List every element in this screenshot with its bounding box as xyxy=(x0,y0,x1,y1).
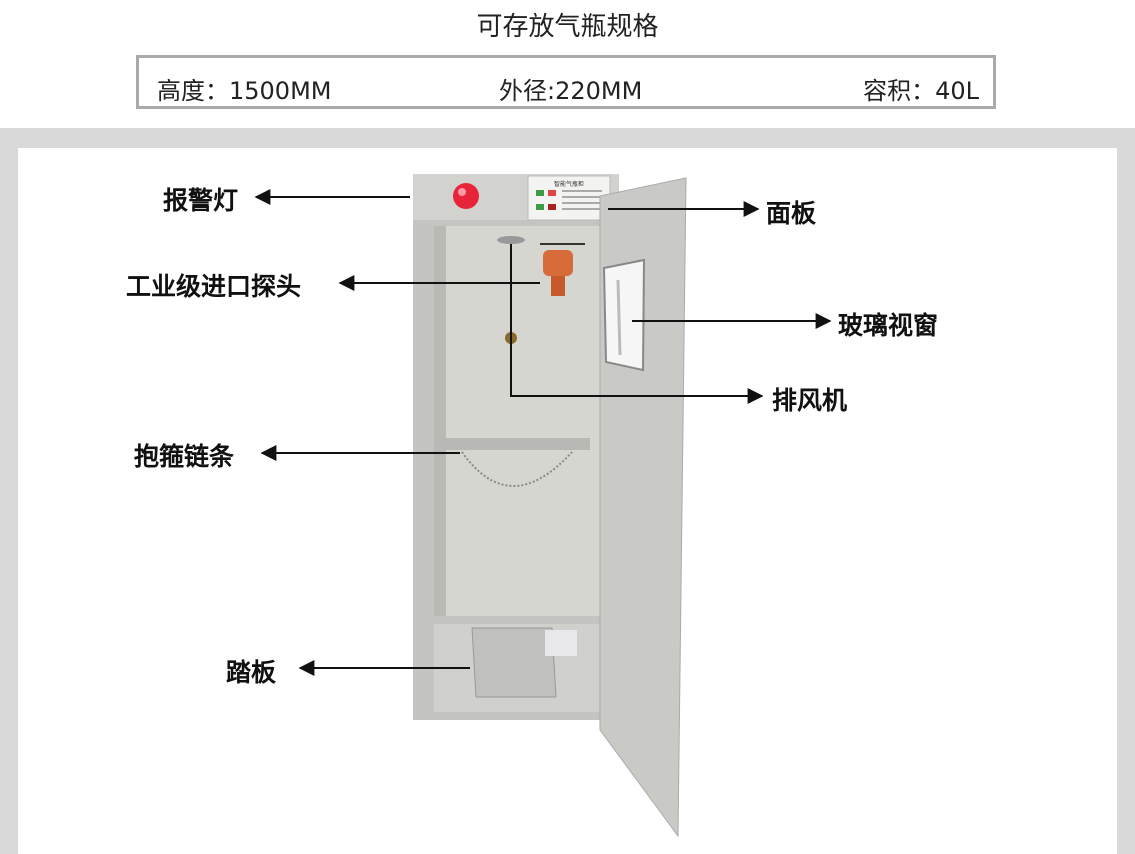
pedal-plate xyxy=(471,627,577,698)
chain-bracket xyxy=(440,438,590,487)
page-title: 可存放气瓶规格 xyxy=(476,12,659,42)
open-door xyxy=(599,177,687,838)
glass-window-icon xyxy=(602,258,646,372)
label-chain: 抱箍链条 xyxy=(134,442,235,471)
label-alarm-light: 报警灯 xyxy=(163,186,239,215)
label-fan: 排风机 xyxy=(772,386,848,415)
probe-icon xyxy=(540,243,585,296)
control-panel: 智能气瓶柜 xyxy=(527,175,611,221)
spec-height: 高度：1500MM xyxy=(157,77,332,105)
panel-sign: 智能气瓶柜 xyxy=(554,180,584,188)
label-pedal: 踏板 xyxy=(226,658,277,687)
spec-box: 高度：1500MM 外径:220MM 容积：40L xyxy=(136,55,996,109)
label-glass-window: 玻璃视窗 xyxy=(838,311,939,340)
spec-diameter: 外径:220MM xyxy=(499,77,643,105)
alarm-light-icon xyxy=(453,183,479,209)
fan-icon xyxy=(497,236,525,244)
spec-volume: 容积：40L xyxy=(863,77,979,105)
label-probe: 工业级进口探头 xyxy=(126,272,302,301)
label-panel: 面板 xyxy=(766,199,817,228)
